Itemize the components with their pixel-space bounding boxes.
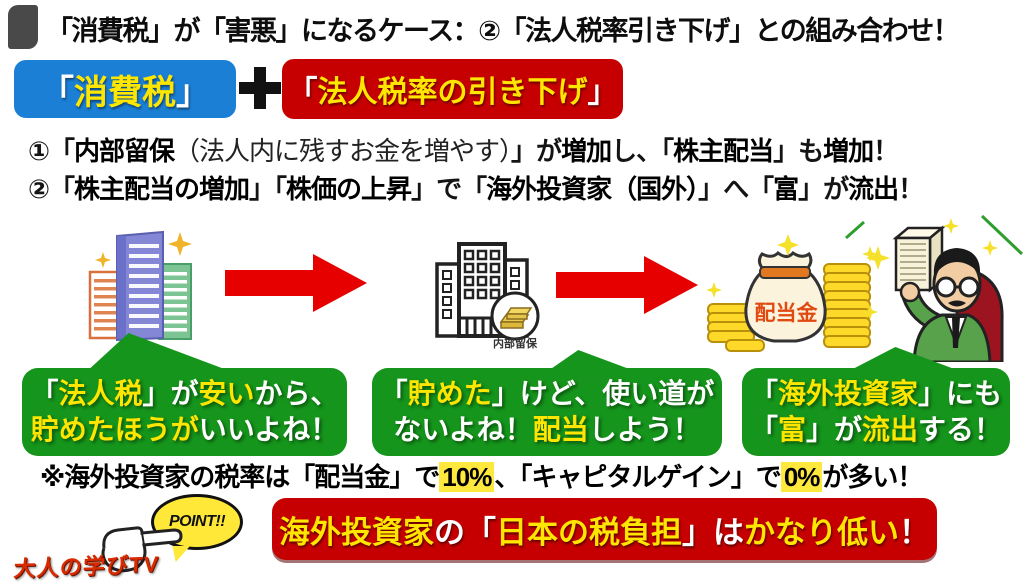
company-buildings-icon <box>88 230 192 342</box>
speech-bubble-corporate: 「法人税」が安いから、 貯めたほうがいいよね！ <box>22 368 347 456</box>
speech-bubble-dividend: 「貯めた」けど、使い道が ないよね！配当しよう！ <box>372 368 722 456</box>
consumption-tax-badge: 「消費税」 <box>14 60 236 118</box>
speech-bubble-outflow: 「海外投資家」にも 「富」が流出する！ <box>742 368 1010 456</box>
reserve-label: 内部留保 <box>493 336 538 350</box>
bubble-line: 「法人税」が安いから、 <box>30 378 339 410</box>
bubble-line: 「海外投資家」にも <box>749 378 1003 410</box>
bubble-line: 貯めたほうがいいよね！ <box>30 414 339 445</box>
point-badge-label: POINT!! <box>168 513 226 530</box>
corporate-tax-cut-badge: 「法人税率の引き下げ」 <box>282 59 623 119</box>
flow-arrow-icon <box>556 256 698 314</box>
plus-icon <box>239 67 281 109</box>
statement-line-1: ①「内部留保（法人内に残すお金を増やす）」が増加し、「株主配当」も増加！ <box>28 136 899 166</box>
dividend-moneybag-icon: 配当金 <box>706 234 878 352</box>
bubble-line: 「富」が流出する！ <box>749 414 1003 445</box>
foreign-investor-icon <box>862 218 1004 362</box>
green-line-decoration <box>845 214 1024 256</box>
flow-arrow-icon <box>225 254 367 312</box>
bubble-line: ないよね！配当しよう！ <box>393 414 701 445</box>
title-bar-marker <box>8 5 38 49</box>
bubble-line: 「貯めた」けど、使い道が <box>379 378 715 410</box>
moneybag-label: 配当金 <box>755 301 819 325</box>
page-title: 「消費税」が「害悪」になるケース：②「法人税率引き下げ」との組み合わせ！ <box>46 16 960 46</box>
pointing-hand-icon <box>101 526 183 573</box>
statement-line-2: ②「株主配当の増加」「株価の上昇」で「海外投資家（国外）」へ「富」が流出！ <box>28 174 924 204</box>
channel-logo: 大人の学びTV <box>12 551 161 582</box>
company-reserve-icon: 内部留保 <box>435 242 540 350</box>
conclusion-banner: 海外投資家の「日本の税負担」はかなり低い！ <box>272 498 937 560</box>
